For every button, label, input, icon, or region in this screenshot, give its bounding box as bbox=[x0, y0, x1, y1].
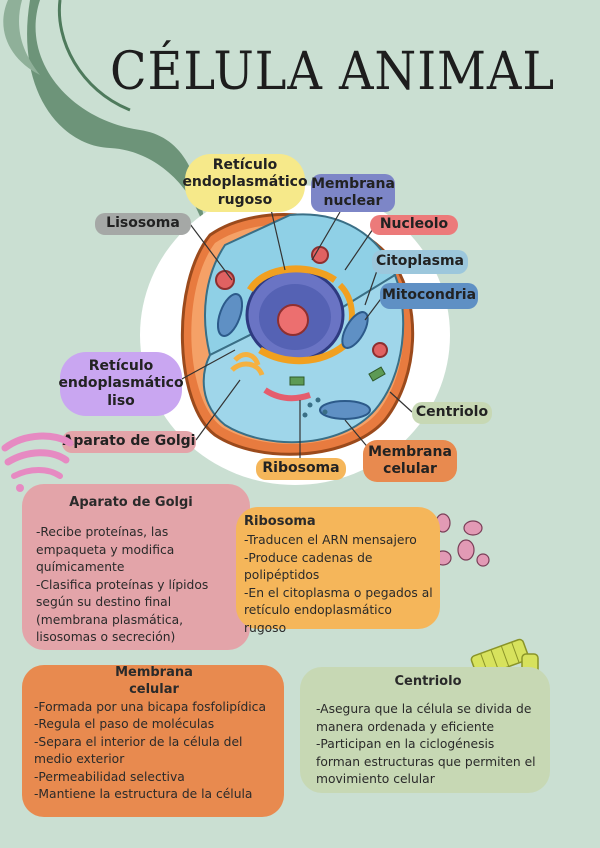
label-reticulo-liso: Retículo endoplasmático liso bbox=[58, 352, 184, 416]
card-golgi: Aparato de Golgi -Recibe proteínas, las … bbox=[22, 484, 250, 650]
list-item: -Produce cadenas de polipéptidos bbox=[244, 550, 373, 583]
ribosome-doodle bbox=[434, 513, 490, 567]
card-golgi-title: Aparato de Golgi bbox=[69, 495, 193, 510]
card-centriolo: Centriolo -Asegura que la célula se divi… bbox=[300, 667, 550, 793]
label-ribosoma: Ribosoma bbox=[256, 458, 346, 480]
label-centriolo: Centriolo bbox=[412, 402, 492, 424]
label-golgi: Aparato de Golgi bbox=[62, 431, 196, 453]
card-ribosoma: Ribosoma -Traducen el ARN mensajero -Pro… bbox=[236, 507, 440, 635]
animal-cell-illustration bbox=[181, 213, 415, 456]
golgi-doodle bbox=[1, 432, 74, 493]
list-item: -Separa el interior de la célula del med… bbox=[34, 734, 243, 767]
list-item: -Traducen el ARN mensajero bbox=[244, 533, 417, 548]
leaf-decoration bbox=[3, 0, 205, 230]
list-item: -En el citoplasma o pegados al retículo … bbox=[244, 585, 433, 635]
list-item: -Recibe proteínas, las empaqueta y modif… bbox=[36, 525, 175, 575]
card-ribosoma-title: Ribosoma bbox=[244, 514, 316, 529]
label-pointers bbox=[179, 204, 413, 460]
card-centriolo-title: Centriolo bbox=[394, 674, 462, 689]
page-title: CÉLULA ANIMAL bbox=[110, 42, 556, 102]
list-item: -Formada por una bicapa fosfolipídica bbox=[34, 699, 266, 714]
label-reticulo-rugoso: Retículo endoplasmático rugoso bbox=[182, 154, 308, 212]
label-membrana-nuclear: Membrana nuclear bbox=[311, 174, 395, 212]
label-membrana-celular: Membrana celular bbox=[363, 440, 457, 482]
label-mitocondria: Mitocondria bbox=[380, 283, 478, 309]
list-item: -Participan en la ciclogénesis forman es… bbox=[316, 737, 536, 787]
list-item: -Permeabilidad selectiva bbox=[34, 769, 185, 784]
card-membrana-title: Membrana celular bbox=[115, 665, 193, 697]
list-item: -Clasifica proteínas y lípidos según su … bbox=[36, 577, 209, 645]
list-item: -Asegura que la célula se divida de mane… bbox=[316, 702, 532, 734]
label-lisosoma: Lisosoma bbox=[95, 213, 191, 235]
label-citoplasma: Citoplasma bbox=[372, 250, 468, 274]
card-membrana: Membrana celular -Formada por una bicapa… bbox=[22, 665, 284, 817]
list-item: -Regula el paso de moléculas bbox=[34, 717, 215, 732]
label-nucleolo: Nucleolo bbox=[370, 215, 458, 235]
list-item: -Mantiene la estructura de la célula bbox=[34, 787, 253, 802]
